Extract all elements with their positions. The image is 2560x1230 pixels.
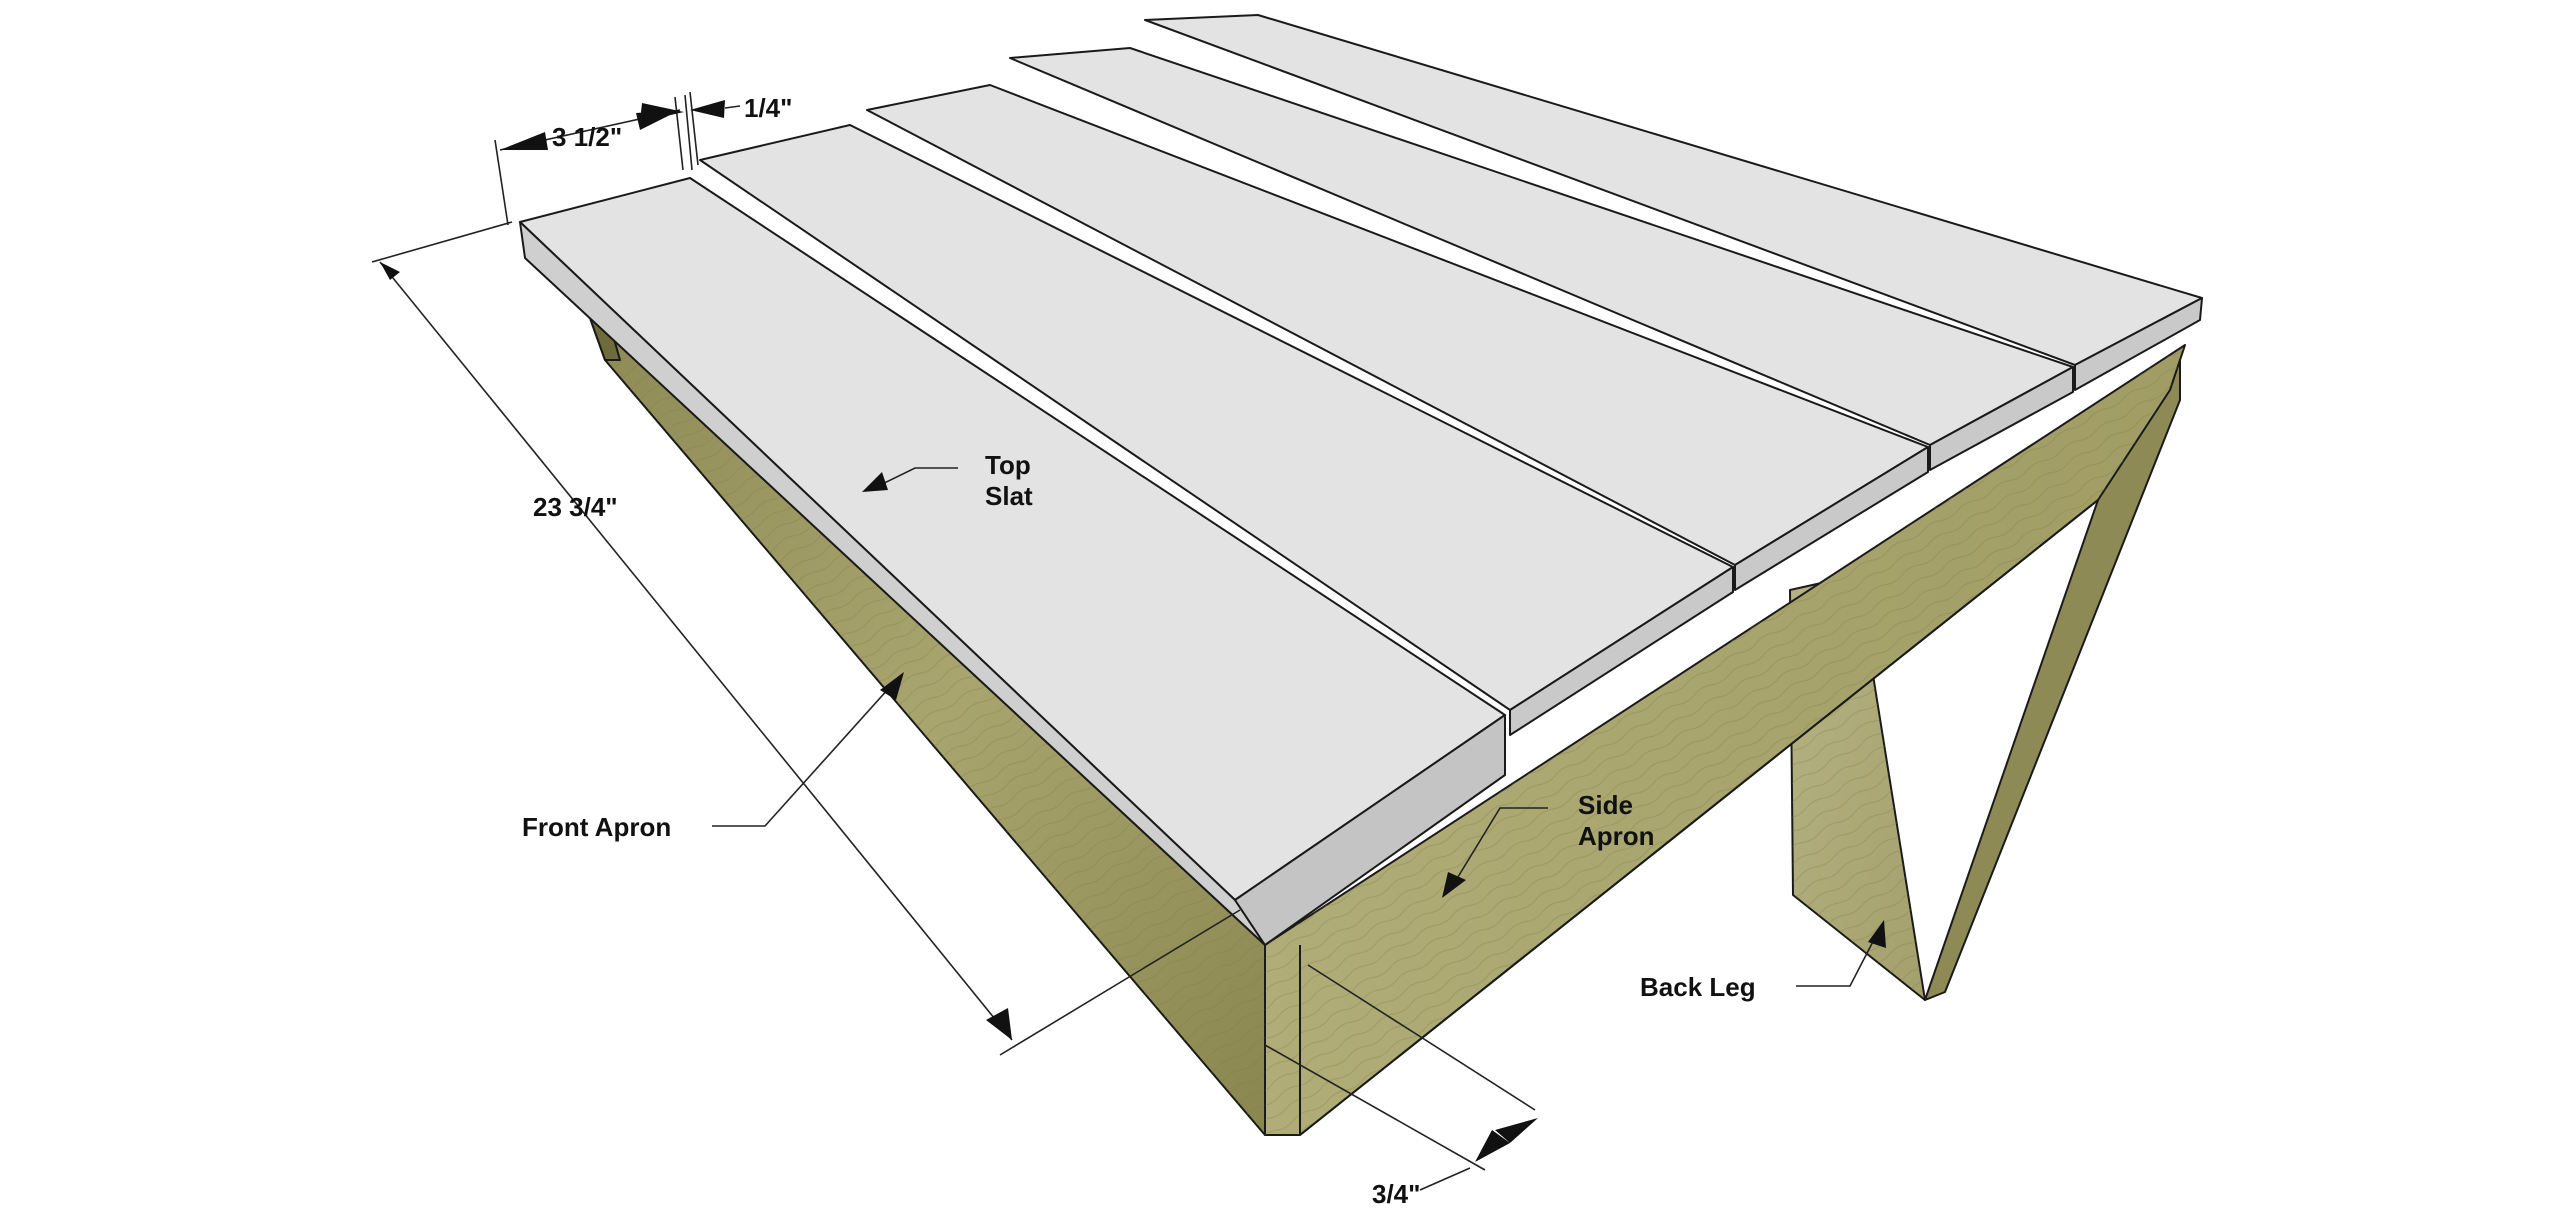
top-slat: [866, 84, 1929, 591]
top-slat-label-line1: Top: [985, 450, 1031, 480]
top-slat: [1009, 47, 2074, 471]
back-leg-label: Back Leg: [1640, 972, 1756, 1002]
dimension-depth-label: 23 3/4": [533, 492, 618, 522]
callout-top-slat: Top Slat: [862, 450, 1033, 511]
dimension-slat-gap: 1/4": [640, 91, 792, 171]
dimension-slat-width: 3 1/2": [494, 94, 693, 226]
top-slat: [1144, 14, 2203, 391]
top-slat-label-line2: Slat: [985, 481, 1033, 511]
top-slats: [519, 14, 2203, 946]
callout-back-leg: Back Leg: [1640, 920, 1886, 1002]
top-slat: [699, 124, 1734, 736]
side-apron-label-line2: Apron: [1578, 821, 1655, 851]
dimension-depth: 23 3/4": [371, 221, 1241, 1056]
front-apron-label: Front Apron: [522, 812, 671, 842]
dimension-thickness: 3/4": [1264, 964, 1538, 1209]
top-slat: [519, 177, 1506, 946]
side-apron: [1264, 344, 2186, 1136]
dimension-slat-gap-label: 1/4": [744, 93, 792, 123]
callout-side-apron: Side Apron: [1442, 790, 1655, 898]
side-apron-label-line1: Side: [1578, 790, 1633, 820]
callout-front-apron: Front Apron: [522, 672, 904, 842]
dimension-thickness-label: 3/4": [1372, 1179, 1420, 1209]
dimension-slat-width-label: 3 1/2": [552, 122, 622, 152]
